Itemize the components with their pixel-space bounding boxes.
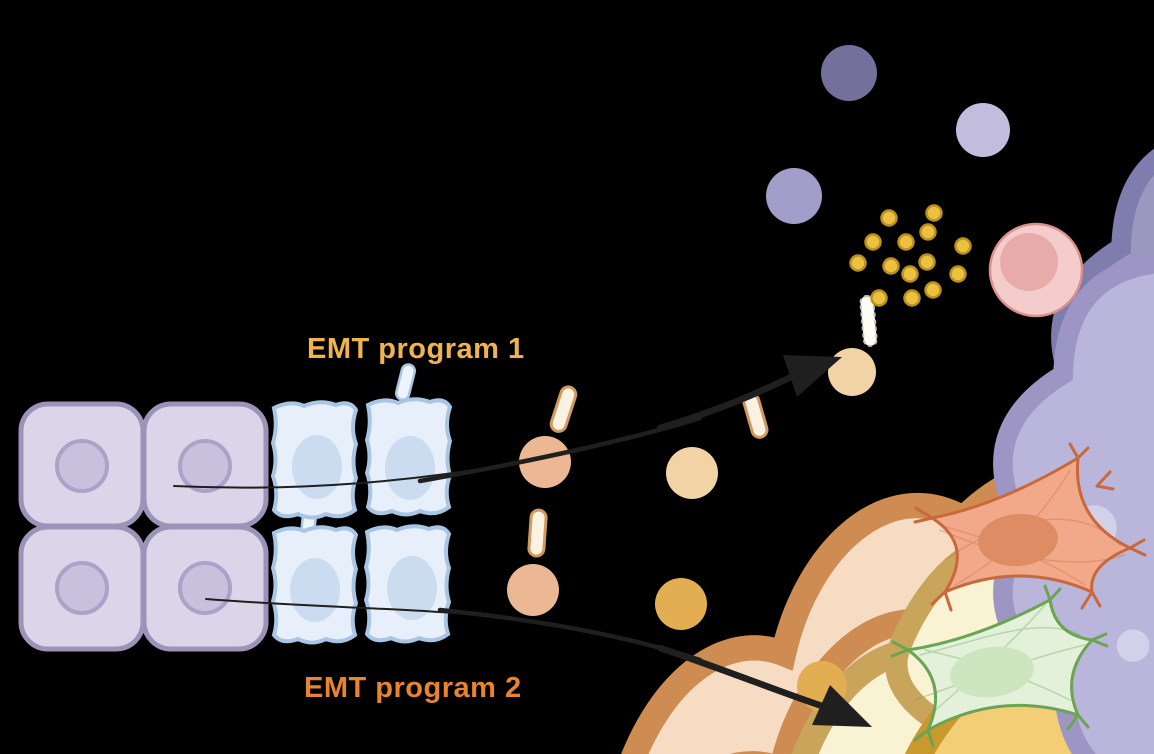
cell-nucleus [666, 447, 718, 499]
emt-program-1-arrow [173, 355, 842, 489]
vesicle [880, 209, 898, 227]
arrowhead [812, 685, 872, 727]
cell-nucleus [55, 439, 109, 493]
cell-nucleus [950, 646, 1034, 698]
cell-nucleus [766, 168, 822, 224]
cilium [394, 363, 417, 402]
vesicle [849, 254, 867, 272]
partial-nuclei [507, 436, 571, 616]
cell-nucleus [821, 45, 877, 101]
vesicle [954, 237, 972, 255]
cell-nucleus [387, 556, 437, 620]
vesicle [919, 223, 937, 241]
cell-nucleus [178, 439, 232, 493]
fibroblast-fork-tips [890, 584, 1109, 748]
cell-nucleus [828, 348, 876, 396]
cell-nucleus [956, 103, 1010, 157]
vesicle [924, 281, 942, 299]
cilium [527, 508, 548, 558]
epithelial-cell-group [18, 401, 269, 652]
emt1-nuclei [666, 348, 876, 499]
cell-nucleus [978, 513, 1058, 567]
cell-nucleus [385, 436, 435, 500]
cell-nucleus [292, 435, 342, 499]
emt-program-2-arrow [205, 598, 872, 727]
emt-program-1-label: EMT program 1 [307, 333, 525, 365]
vesicle [918, 253, 936, 271]
vesicle [949, 265, 967, 283]
vesicle [882, 257, 900, 275]
cell-nucleus [178, 561, 232, 615]
vesicle [864, 233, 882, 251]
cell-nucleus [290, 558, 340, 622]
cilium [549, 385, 578, 433]
vesicle [925, 204, 943, 222]
cell-nucleus [655, 578, 707, 630]
vesicle [897, 233, 915, 251]
vesicle [903, 289, 921, 307]
fibroblast-fork-tips [913, 442, 1147, 612]
emt-program-2-label: EMT program 2 [304, 672, 522, 704]
emt1-final-cilium-group [859, 295, 878, 347]
secreted-vesicles [849, 204, 972, 307]
cell-nucleus [1000, 233, 1058, 291]
vesicle [901, 265, 919, 283]
epithelial-nuclei [55, 439, 232, 615]
cell-nucleus [519, 436, 571, 488]
partial-cilia [527, 385, 578, 558]
cell-nucleus [55, 561, 109, 615]
cell-nucleus [507, 564, 559, 616]
cilium [859, 295, 878, 347]
hybrid-nuclei [290, 435, 437, 622]
arrowhead [783, 355, 842, 397]
vesicle [870, 289, 888, 307]
